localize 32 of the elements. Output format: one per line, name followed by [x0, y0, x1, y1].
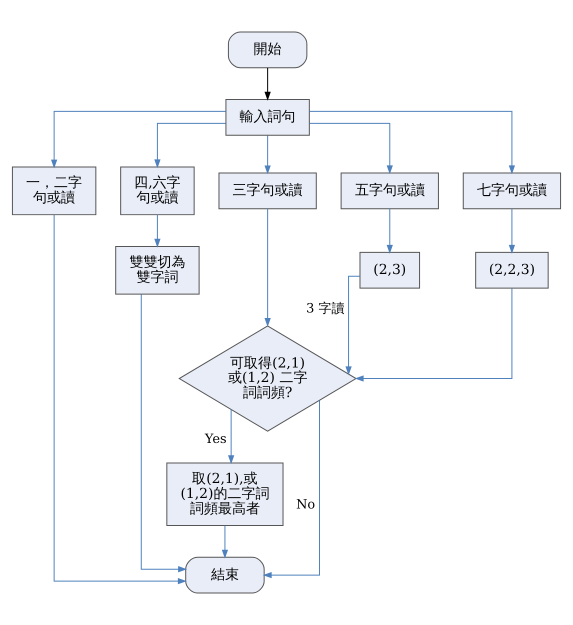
node-box: 五字句或讀 [340, 172, 439, 210]
node-box: 輸入詞句 [225, 99, 310, 136]
node-box: 取(2,1),或(1,2)的二字詞詞頻最高者 [166, 462, 284, 526]
arrow [354, 288, 512, 382]
edge-label: Yes [204, 432, 227, 447]
node-box: 雙雙切為雙字詞 [115, 246, 200, 295]
arrow [308, 110, 516, 174]
arrow [508, 208, 516, 254]
edge-label: No [296, 497, 316, 512]
node-box: 七字句或讀 [462, 172, 562, 210]
arrow [309, 122, 393, 174]
arrow [51, 110, 226, 169]
node-box: 三字句或讀 [218, 172, 317, 210]
arrow [264, 208, 271, 327]
arrow [222, 525, 228, 559]
node-box: (2,3) [359, 252, 420, 289]
arrow [228, 409, 234, 464]
node-box: 開始 [228, 31, 308, 68]
arrow [154, 214, 161, 248]
node-diamond: 可取得(2,1)或(1,2) 二字詞詞頻? [178, 325, 357, 432]
edge-label: 3 字讀 [306, 301, 344, 316]
node-box: 一，二字句或讀 [12, 166, 96, 216]
node-box: 結束 [185, 556, 265, 594]
arrow [386, 208, 393, 254]
arrow [262, 400, 320, 578]
node-box: (2,2,3) [475, 252, 549, 289]
node-box: 四,六字句或讀 [120, 166, 195, 216]
arrow [264, 135, 271, 174]
arrow [154, 122, 226, 168]
arrow [264, 67, 271, 101]
arrow [140, 294, 188, 572]
arrow [54, 214, 187, 584]
